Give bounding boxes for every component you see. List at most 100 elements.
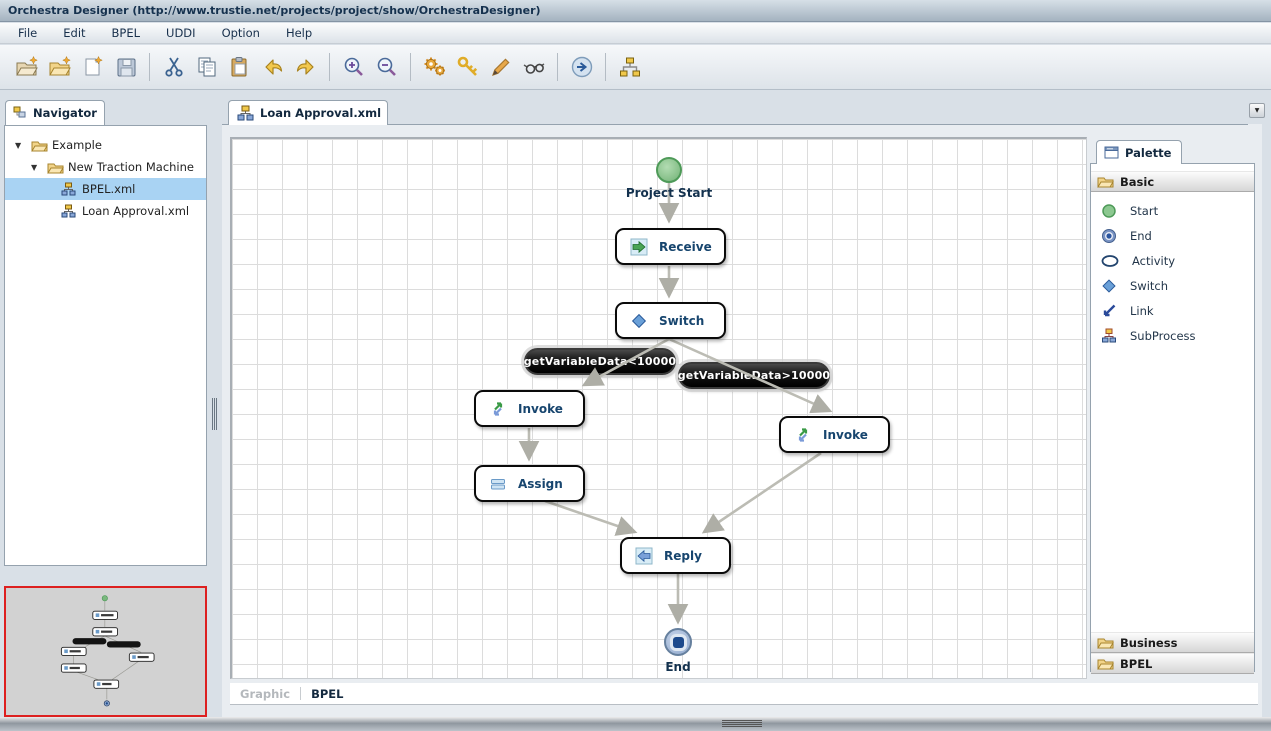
run-icon[interactable] bbox=[568, 54, 595, 81]
zoom-in-icon[interactable] bbox=[340, 54, 367, 81]
title-bar: Orchestra Designer (http://www.trustie.n… bbox=[0, 0, 1271, 22]
palette-item-start[interactable]: Start bbox=[1091, 198, 1254, 223]
tree-label: Example bbox=[52, 138, 102, 152]
condition-text: getVariableData<10000 bbox=[523, 355, 677, 368]
condition-label-right[interactable]: getVariableData>10000 bbox=[678, 362, 830, 389]
palette-section-basic[interactable]: Basic bbox=[1091, 171, 1254, 192]
invoke-node-right[interactable]: Invoke bbox=[779, 416, 890, 453]
start-tool-icon bbox=[1101, 203, 1117, 219]
folder-icon bbox=[47, 161, 64, 174]
doc-tab-label: Loan Approval.xml bbox=[260, 106, 382, 120]
node-label: Receive bbox=[659, 239, 712, 254]
tab-palette[interactable]: Palette bbox=[1096, 140, 1182, 164]
menu-bar: File Edit BPEL UDDI Option Help bbox=[0, 23, 1271, 44]
section-label: Business bbox=[1120, 635, 1178, 650]
node-label: Invoke bbox=[518, 401, 563, 416]
palette-item-switch[interactable]: Switch bbox=[1091, 273, 1254, 298]
tab-loan-approval[interactable]: Loan Approval.xml bbox=[228, 100, 388, 125]
palette-item-label: Activity bbox=[1132, 253, 1176, 268]
toolbar bbox=[0, 45, 1271, 90]
tab-navigator[interactable]: Navigator bbox=[5, 100, 105, 125]
preview-glasses-icon[interactable] bbox=[520, 54, 547, 81]
tab-graphic[interactable]: Graphic bbox=[240, 686, 291, 701]
assign-node[interactable]: Assign bbox=[474, 465, 585, 502]
palette-section-business[interactable]: Business bbox=[1091, 632, 1254, 653]
edit-pencil-icon[interactable] bbox=[487, 54, 514, 81]
receive-node[interactable]: Receive bbox=[615, 228, 726, 265]
tab-bpel[interactable]: BPEL bbox=[311, 686, 344, 701]
toolbar-separator bbox=[149, 53, 150, 81]
window-title: Orchestra Designer (http://www.trustie.n… bbox=[8, 4, 541, 17]
palette-item-label: Switch bbox=[1130, 278, 1169, 293]
new-file-icon[interactable] bbox=[79, 54, 106, 81]
new-project-icon[interactable] bbox=[13, 54, 40, 81]
reply-icon bbox=[635, 547, 653, 565]
open-folder-icon[interactable] bbox=[46, 54, 73, 81]
palette-item-label: Link bbox=[1130, 303, 1154, 318]
editor-bottom-bar: Graphic BPEL bbox=[230, 683, 1258, 705]
tab-list-dropdown-button[interactable]: ▼ bbox=[1249, 103, 1265, 118]
switch-node[interactable]: Switch bbox=[615, 302, 726, 339]
process-tree-icon[interactable] bbox=[616, 54, 643, 81]
paste-icon[interactable] bbox=[226, 54, 253, 81]
navigator-panel: ▼ Example ▼ New Traction Machine BPEL.xm… bbox=[4, 125, 207, 566]
palette-item-link[interactable]: Link bbox=[1091, 298, 1254, 323]
expand-arrow-icon[interactable]: ▼ bbox=[15, 140, 22, 150]
zoom-out-icon[interactable] bbox=[373, 54, 400, 81]
bottom-splitter-grip[interactable] bbox=[722, 720, 762, 728]
tree-label: Loan Approval.xml bbox=[82, 204, 190, 218]
redo-icon[interactable] bbox=[292, 54, 319, 81]
bottom-splitter[interactable] bbox=[0, 717, 1271, 731]
undo-icon[interactable] bbox=[259, 54, 286, 81]
minimap-overview[interactable] bbox=[4, 586, 207, 717]
folder-icon bbox=[1097, 636, 1114, 649]
start-node[interactable] bbox=[656, 157, 682, 183]
menu-help[interactable]: Help bbox=[285, 26, 313, 40]
minimap-diagram bbox=[60, 595, 155, 707]
invoke-node-left[interactable]: Invoke bbox=[474, 390, 585, 427]
process-settings-icon[interactable] bbox=[421, 54, 448, 81]
activity-tool-icon bbox=[1101, 254, 1119, 268]
palette-item-label: End bbox=[1130, 228, 1152, 243]
navigator-tab-label: Navigator bbox=[33, 106, 97, 120]
subprocess-tool-icon bbox=[1101, 328, 1117, 343]
section-label: Basic bbox=[1120, 174, 1155, 189]
node-label: Invoke bbox=[823, 427, 868, 442]
tree-item-bpel-xml[interactable]: BPEL.xml bbox=[5, 178, 206, 200]
tree-item-example[interactable]: ▼ Example bbox=[5, 134, 206, 156]
palette-section-bpel[interactable]: BPEL bbox=[1091, 653, 1254, 674]
palette-filler bbox=[1091, 348, 1254, 632]
assign-icon bbox=[489, 475, 507, 493]
key-icon[interactable] bbox=[454, 54, 481, 81]
diagram-canvas[interactable]: getVariableData<10000 getVariableData>10… bbox=[230, 137, 1087, 679]
menu-file[interactable]: File bbox=[18, 26, 38, 40]
bpel-file-icon bbox=[61, 204, 76, 218]
navigator-icon bbox=[13, 106, 28, 120]
palette-item-label: SubProcess bbox=[1130, 328, 1196, 343]
save-icon[interactable] bbox=[112, 54, 139, 81]
reply-node[interactable]: Reply bbox=[620, 537, 731, 574]
node-label: Assign bbox=[518, 476, 563, 491]
palette-item-end[interactable]: End bbox=[1091, 223, 1254, 248]
condition-text: getVariableData>10000 bbox=[677, 369, 831, 382]
folder-icon bbox=[31, 139, 48, 152]
copy-icon[interactable] bbox=[193, 54, 220, 81]
palette-item-subprocess[interactable]: SubProcess bbox=[1091, 323, 1254, 348]
expand-arrow-icon[interactable]: ▼ bbox=[31, 162, 38, 172]
tree-item-loan-approval-xml[interactable]: Loan Approval.xml bbox=[5, 200, 206, 222]
folder-icon bbox=[1097, 657, 1114, 670]
end-node-core bbox=[672, 636, 684, 648]
menu-edit[interactable]: Edit bbox=[63, 26, 86, 40]
left-splitter-grip[interactable] bbox=[211, 398, 218, 430]
end-node[interactable] bbox=[664, 628, 692, 656]
menu-option[interactable]: Option bbox=[221, 26, 260, 40]
palette-item-activity[interactable]: Activity bbox=[1091, 248, 1254, 273]
cut-icon[interactable] bbox=[160, 54, 187, 81]
menu-uddi[interactable]: UDDI bbox=[166, 26, 196, 40]
node-label: Switch bbox=[659, 313, 705, 328]
toolbar-separator bbox=[329, 53, 330, 81]
tree-item-new-traction-machine[interactable]: ▼ New Traction Machine bbox=[5, 156, 206, 178]
menu-bpel[interactable]: BPEL bbox=[111, 26, 141, 40]
palette-item-label: Start bbox=[1130, 203, 1159, 218]
